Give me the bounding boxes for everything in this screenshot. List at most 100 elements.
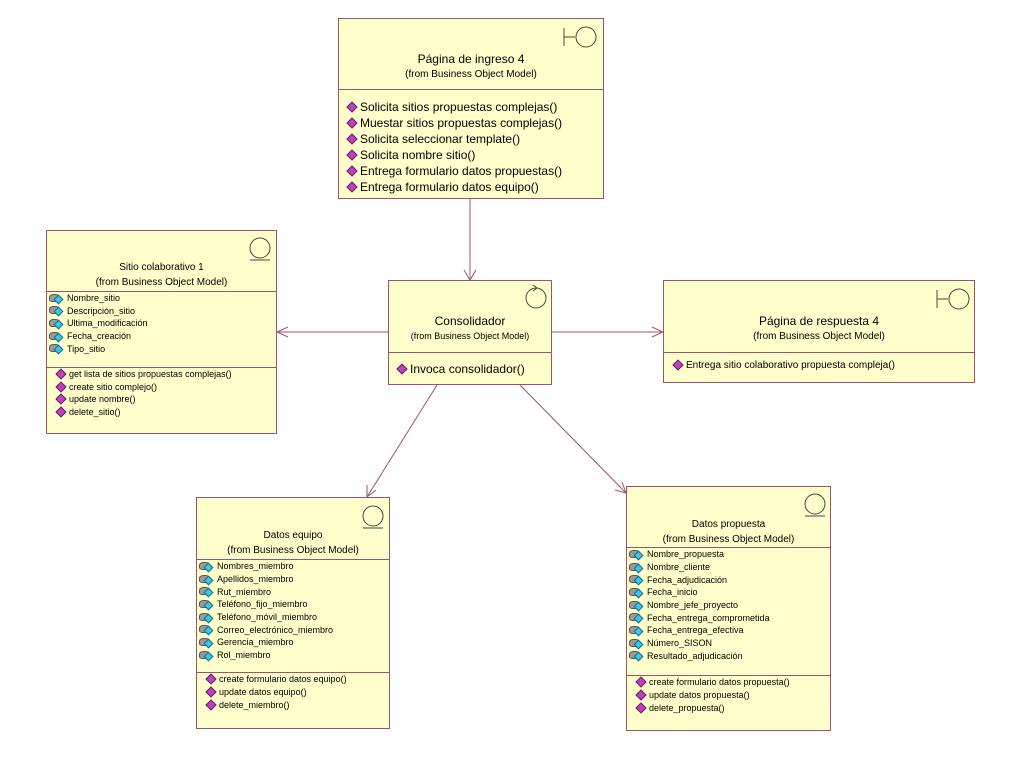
operation-row[interactable]: get lista de sitios propuestas complejas… [47,368,276,381]
attribute-row[interactable]: Ultima_modificación [47,317,276,330]
operation-row[interactable]: Entrega sitio colaborativo propuesta com… [664,358,974,372]
operation-icon [346,101,358,113]
association-consolidador-propuesta [519,384,627,494]
attribute-row[interactable]: Rut_miembro [197,585,389,598]
attributes-compartment: Nombres_miembro Apellidos_miembro Rut_mi… [197,559,389,673]
attribute-row[interactable]: Nombres_miembro [197,560,389,573]
attribute-row[interactable]: Número_SISON [627,637,830,650]
boundary-icon [936,288,970,310]
attribute-row[interactable]: Nombre_cliente [627,561,830,574]
attribute-icon [199,599,215,611]
attribute-icon [49,305,65,317]
attribute-row[interactable]: Tipo_sitio [47,342,276,355]
attribute-label: Teléfono_fijo_miembro [217,599,308,610]
attribute-row[interactable]: Teléfono_móvil_miembro [197,611,389,624]
attribute-row[interactable]: Teléfono_fijo_miembro [197,598,389,611]
operation-row[interactable]: create sitio complejo() [47,381,276,394]
operation-icon [205,673,217,686]
attribute-row[interactable]: Fecha_entrega_efectiva [627,624,830,637]
operation-row[interactable]: Solicita nombre sitio() [339,147,603,163]
class-origin: (from Business Object Model) [95,277,228,288]
attribute-row[interactable]: Nombre_propuesta [627,548,830,561]
attribute-icon [49,331,65,343]
operation-row[interactable]: create formulario datos equipo() [197,673,389,686]
attribute-row[interactable]: Correo_electrónico_miembro [197,623,389,636]
operation-icon [346,165,358,177]
attribute-icon [199,624,215,636]
operation-row[interactable]: create formulario datos propuesta() [627,676,830,689]
operation-label: Solicita seleccionar template() [360,132,521,146]
class-origin: (from Business Object Model) [405,69,537,80]
attribute-row[interactable]: Fecha_inicio [627,586,830,599]
attribute-row[interactable]: Nombre_sitio [47,292,276,305]
operation-icon [55,393,67,406]
attribute-icon [629,587,645,599]
attribute-icon [199,650,215,662]
class-origin: (from Business Object Model) [662,534,795,545]
class-name: Consolidador [434,314,506,328]
class-pagina-ingreso[interactable]: Página de ingreso 4 (from Business Objec… [338,18,604,199]
operations-compartment: Invoca consolidador() [389,361,551,377]
class-sitio-colaborativo[interactable]: Sitio colaborativo 1 (from Business Obje… [46,230,277,434]
attribute-label: Nombre_propuesta [647,549,725,560]
attribute-icon [629,650,645,662]
operation-row[interactable]: update datos equipo() [197,686,389,699]
class-datos-equipo[interactable]: Datos equipo (from Business Object Model… [196,497,390,729]
attribute-row[interactable]: Fecha_adjudicación [627,573,830,586]
attribute-icon [199,637,215,649]
attribute-icon [199,586,215,598]
class-name: Sitio colaborativo 1 [119,262,204,273]
attribute-row[interactable]: Apellidos_miembro [197,573,389,586]
operation-label: Invoca consolidador() [410,362,525,376]
arrowhead [463,269,477,281]
operation-icon [635,689,647,701]
attribute-row[interactable]: Rol_miembro [197,649,389,662]
operation-row[interactable]: delete_sitio() [47,406,276,419]
operations-compartment: create formulario datos propuesta() upda… [627,676,830,714]
attribute-row[interactable]: Resultado_adjudicación [627,650,830,663]
operation-label: update nombre() [69,394,136,405]
attribute-row[interactable]: Fecha_creación [47,330,276,343]
operation-icon [55,406,67,418]
operation-label: create sitio complejo() [69,381,158,392]
operation-row[interactable]: Entrega formulario datos equipo() [339,179,603,195]
class-datos-propuesta[interactable]: Datos propuesta (from Business Object Mo… [626,486,831,731]
operation-row[interactable]: Entrega formulario datos propuestas() [339,163,603,179]
attribute-row[interactable]: Fecha_entrega_comprometida [627,611,830,624]
operation-label: delete_propuesta() [649,702,725,713]
attribute-row[interactable]: Descripción_sitio [47,305,276,318]
attribute-icon [199,561,215,573]
attribute-icon [629,549,645,561]
operation-label: Solicita nombre sitio() [360,148,476,162]
operation-row[interactable]: delete_miembro() [197,698,389,711]
entity-icon [362,505,384,529]
operation-row[interactable]: Muestar sitios propuestas complejas() [339,115,603,131]
attribute-icon [199,574,215,585]
operation-label: Solicita sitios propuestas complejas() [360,100,558,114]
class-name: Página de ingreso 4 [417,52,525,66]
class-consolidador[interactable]: Consolidador (from Business Object Model… [388,280,552,385]
operation-row[interactable]: update nombre() [47,393,276,406]
attribute-label: Fecha_entrega_efectiva [647,625,744,636]
operation-icon [346,133,358,145]
attribute-icon [629,574,645,586]
attribute-icon [199,612,215,624]
class-header: Página de respuesta 4 (from Business Obj… [664,281,974,353]
attribute-label: Tipo_sitio [67,343,106,354]
entity-icon [804,493,826,517]
operation-label: update datos propuesta() [649,690,750,701]
class-pagina-respuesta[interactable]: Página de respuesta 4 (from Business Obj… [663,280,975,383]
attribute-label: Nombre_cliente [647,562,711,573]
class-header: Consolidador (from Business Object Model… [389,281,551,353]
operations-compartment: Solicita sitios propuestas complejas() M… [339,99,603,195]
attribute-row[interactable]: Nombre_jefe_proyecto [627,599,830,612]
operation-row[interactable]: update datos propuesta() [627,689,830,702]
operation-icon [205,686,217,698]
attribute-row[interactable]: Gerencia_miembro [197,636,389,649]
operation-row[interactable]: Solicita seleccionar template() [339,131,603,147]
attributes-compartment: Nombre_propuesta Nombre_cliente Fecha_ad… [627,547,830,676]
operation-row[interactable]: Invoca consolidador() [389,361,551,377]
operation-row[interactable]: delete_propuesta() [627,701,830,714]
operations-compartment: Entrega sitio colaborativo propuesta com… [664,358,974,372]
operation-row[interactable]: Solicita sitios propuestas complejas() [339,99,603,115]
